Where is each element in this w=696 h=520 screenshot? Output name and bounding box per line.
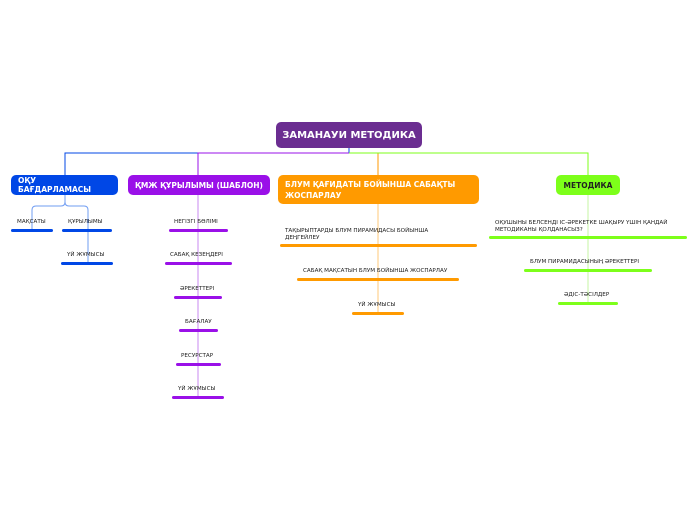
- leaf-bagalau[interactable]: БАҒАЛАУ: [185, 319, 212, 325]
- leaf-uy-zhumysy[interactable]: ҮЙ ЖҰМЫСЫ: [67, 252, 105, 258]
- leaf-resurstar[interactable]: РЕСУРСТАР: [181, 353, 214, 359]
- leaf-areketteri[interactable]: ӘРЕКЕТТЕРІ: [180, 286, 215, 292]
- leaf-underline: [352, 312, 404, 315]
- leaf-negizgi-bolimi[interactable]: НЕГІЗГІ БӨЛІМІ: [174, 219, 218, 225]
- connector-root-b1: [197, 152, 349, 175]
- leaf-adis-tasilder[interactable]: ӘДІС-ТӘСІЛДЕР: [564, 292, 610, 298]
- branch-oqu-bagdarlamasy[interactable]: ОҚУ БАҒДАРЛАМАСЫ: [11, 175, 118, 195]
- connector-root-b3: [349, 152, 589, 175]
- branch-label: ҚМЖ ҚҰРЫЛЫМЫ (ШАБЛОН): [135, 180, 263, 190]
- leaf-taqyryptardy-dengeyleu[interactable]: ТАҚЫРЫПТАРДЫ БЛУМ ПИРАМИДАСЫ БОЙЫНША ДЕҢ…: [285, 228, 429, 241]
- leaf-underline: [165, 262, 232, 265]
- branch-label: МЕТОДИКА: [563, 180, 613, 190]
- leaf-underline: [176, 363, 221, 366]
- branch-blum-qagidaty[interactable]: БЛУМ ҚАҒИДАТЫ БОЙЫНША САБАҚТЫ ЖОСПАРЛАУ: [278, 175, 479, 204]
- leaf-underline: [489, 236, 687, 239]
- leaf-underline: [179, 329, 218, 332]
- leaf-underline: [280, 244, 477, 247]
- leaf-oqushyny-belsendi[interactable]: ОҚУШЫНЫ БЕЛСЕНДІ ІС-ӘРЕКЕТКЕ ШАҚЫРУ ҮШІН…: [495, 220, 668, 233]
- branch-qmzh-qurylymy[interactable]: ҚМЖ ҚҰРЫЛЫМЫ (ШАБЛОН): [128, 175, 270, 195]
- leaf-sabaq-kezenderi[interactable]: САБАҚ КЕЗЕҢДЕРІ: [170, 252, 223, 258]
- root-label: ЗАМАНАУИ МЕТОДИКА: [282, 129, 416, 141]
- leaf-uy-zhumysy[interactable]: ҮЙ ЖҰМЫСЫ: [358, 302, 396, 308]
- leaf-underline: [169, 229, 228, 232]
- leaf-blum-pyramidasy[interactable]: БЛУМ ПИРАМИДАСЫНЫҢ ӘРЕКЕТТЕРІ: [530, 259, 640, 265]
- leaf-maqsaty[interactable]: МАҚСАТЫ: [17, 219, 46, 225]
- leaf-underline: [558, 302, 618, 305]
- leaf-underline: [297, 278, 459, 281]
- connector-b0-c1: [64, 201, 89, 230]
- leaf-qurylymy[interactable]: ҚҰРЫЛЫМЫ: [68, 219, 103, 225]
- leaf-uy-zhumysy[interactable]: ҮЙ ЖҰМЫСЫ: [178, 386, 216, 392]
- root-node[interactable]: ЗАМАНАУИ МЕТОДИКА: [276, 122, 422, 148]
- branch-metodika[interactable]: МЕТОДИКА: [556, 175, 620, 195]
- leaf-underline: [11, 229, 53, 232]
- leaf-underline: [172, 396, 224, 399]
- branch-label: ОҚУ БАҒДАРЛАМАСЫ: [18, 176, 92, 194]
- leaf-underline: [61, 262, 113, 265]
- leaf-underline: [62, 229, 112, 232]
- connector-root-b2: [349, 152, 379, 175]
- leaf-underline: [174, 296, 222, 299]
- connector-root-b0: [64, 148, 350, 175]
- leaf-underline: [524, 269, 652, 272]
- leaf-sabaq-maqsatyn[interactable]: САБАҚ МАҚСАТЫН БЛУМ БОЙЫНША ЖОСПАРЛАУ: [303, 268, 448, 274]
- branch-label: БЛУМ ҚАҒИДАТЫ БОЙЫНША САБАҚТЫ ЖОСПАРЛАУ: [285, 179, 456, 200]
